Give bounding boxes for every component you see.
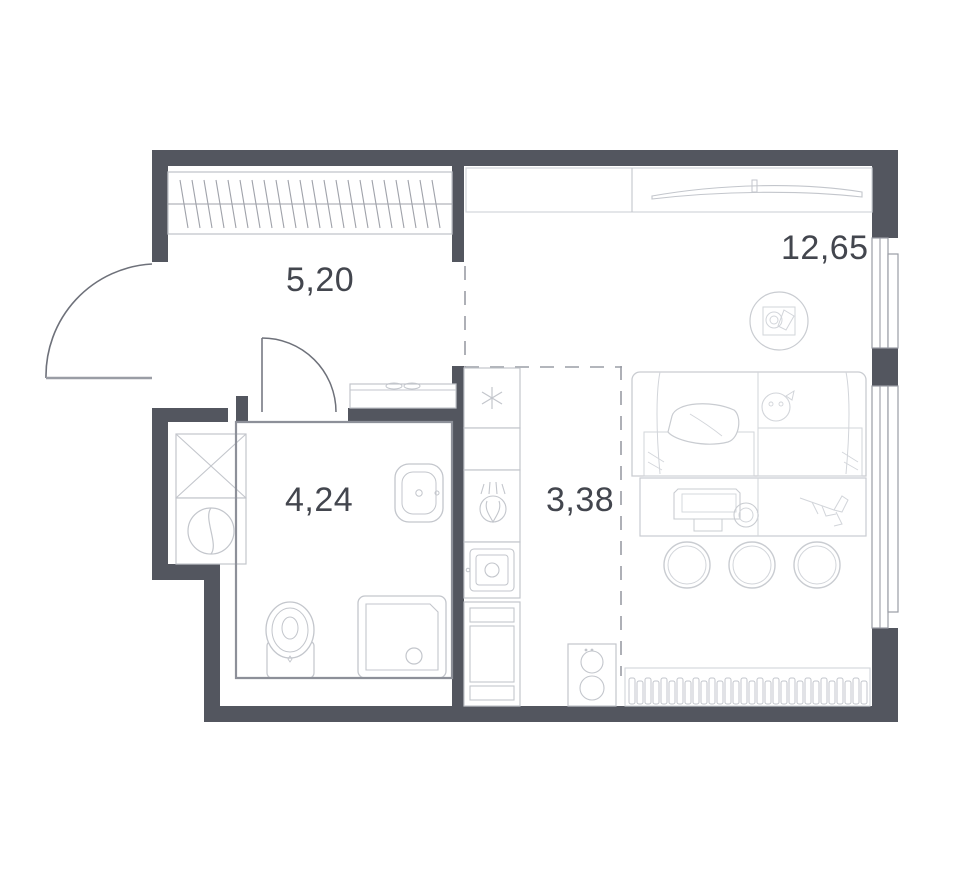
washing-machine-icon-kitchen [567,643,617,707]
toilet-icon [265,601,315,679]
stool-icon-3 [793,541,841,589]
window-icon-lower [871,385,899,629]
tv-console-icon [465,167,873,213]
cushion-decor-icon [761,389,795,422]
wall-right-reveal-bottom [888,628,898,722]
stool-icon-1 [663,541,711,589]
wall-bottom [204,706,888,722]
wall-bath-kitchen [452,366,464,706]
stools-group [663,541,841,589]
wall-right-pier [872,348,888,386]
wall-right-reveal-mid [888,348,898,386]
cabinet-x-icon [175,433,247,499]
round-table-icon [749,291,809,351]
sink-square-icon [463,541,521,599]
area-label-living-room: 12,65 [781,229,869,267]
stool-icon-2 [728,541,776,589]
area-label-bathroom: 4,24 [285,481,354,519]
door-swing-icon-entrance [45,263,153,380]
wall-right-top [872,150,888,238]
wall-right-reveal-top [888,150,898,238]
door-swing-icon-bathroom [261,337,337,413]
wall-bath-top-left [168,408,228,422]
wall-top [152,150,888,166]
radiator-icon [624,667,871,707]
console-table-icon [349,382,457,409]
desk-icon [639,477,867,537]
wall-left-upper [152,150,168,262]
faucet-icon [463,469,521,543]
window-icon-upper [871,237,899,349]
area-label-hall: 5,20 [286,261,355,299]
shower-icon [357,595,447,679]
walls-group [152,150,898,722]
washing-machine-icon-bath [175,497,247,565]
cup-icon [733,502,759,528]
wall-left-lower [152,408,168,580]
wall-hall-bath-jamb [236,396,248,422]
keys-icon [799,495,849,527]
room-outlines [234,420,454,680]
wall-pier-hall-right [452,166,464,262]
wall-bath-left-jamb [168,564,220,580]
sofa-icon [631,371,867,477]
area-label-kitchen: 3,38 [546,481,615,519]
zone-dashed-lines [464,266,622,676]
snowflake-icon [463,367,521,429]
wall-right-bottom [872,628,888,722]
tv-icon [651,179,863,200]
wall-bath-top-right [348,408,464,422]
sink-icon [394,463,444,523]
cabinet-icon [463,427,521,471]
wardrobe-icon [167,171,453,235]
oven-icon [463,601,521,707]
wall-hall-bottom-stub [204,564,220,714]
windows-group [871,237,899,629]
